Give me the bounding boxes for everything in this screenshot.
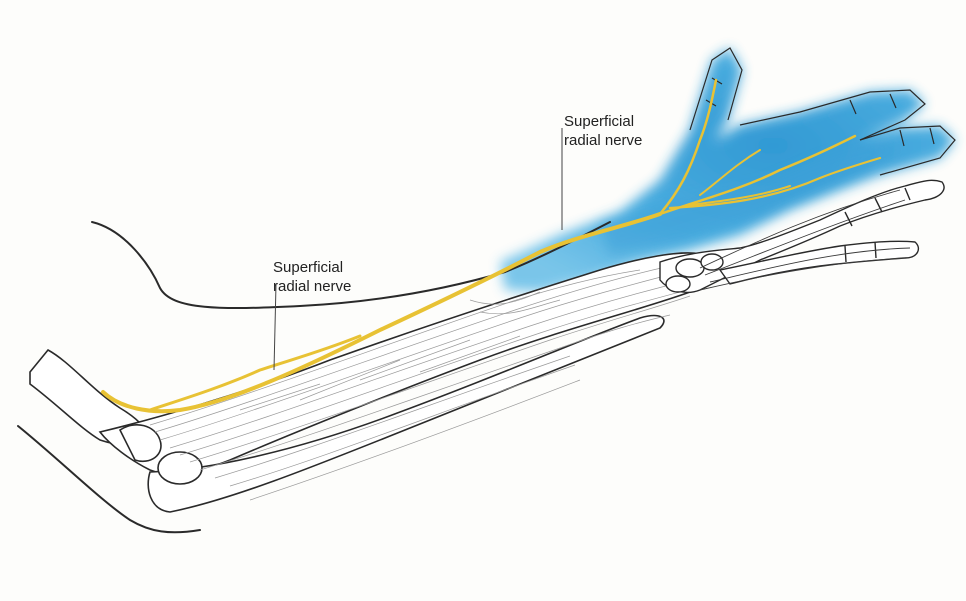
label-line-1: Superficial [273, 259, 344, 276]
label-line-1: Superficial [564, 113, 635, 130]
body-outline [17, 221, 611, 534]
hand-bones [659, 179, 945, 294]
forearm [98, 252, 707, 513]
label-line-2: radial nerve [564, 132, 643, 149]
label-leaders [273, 128, 563, 371]
label-line-2: radial nerve [273, 278, 352, 295]
label-superficial-radial-nerve-forearm: Superficial radial nerve [273, 258, 351, 296]
muscle-fibers [149, 265, 696, 501]
hand-tendons [699, 189, 911, 291]
sensory-area [500, 48, 955, 292]
label-superficial-radial-nerve-hand: Superficial radial nerve [564, 112, 642, 150]
superficial-radial-nerve [101, 78, 882, 414]
